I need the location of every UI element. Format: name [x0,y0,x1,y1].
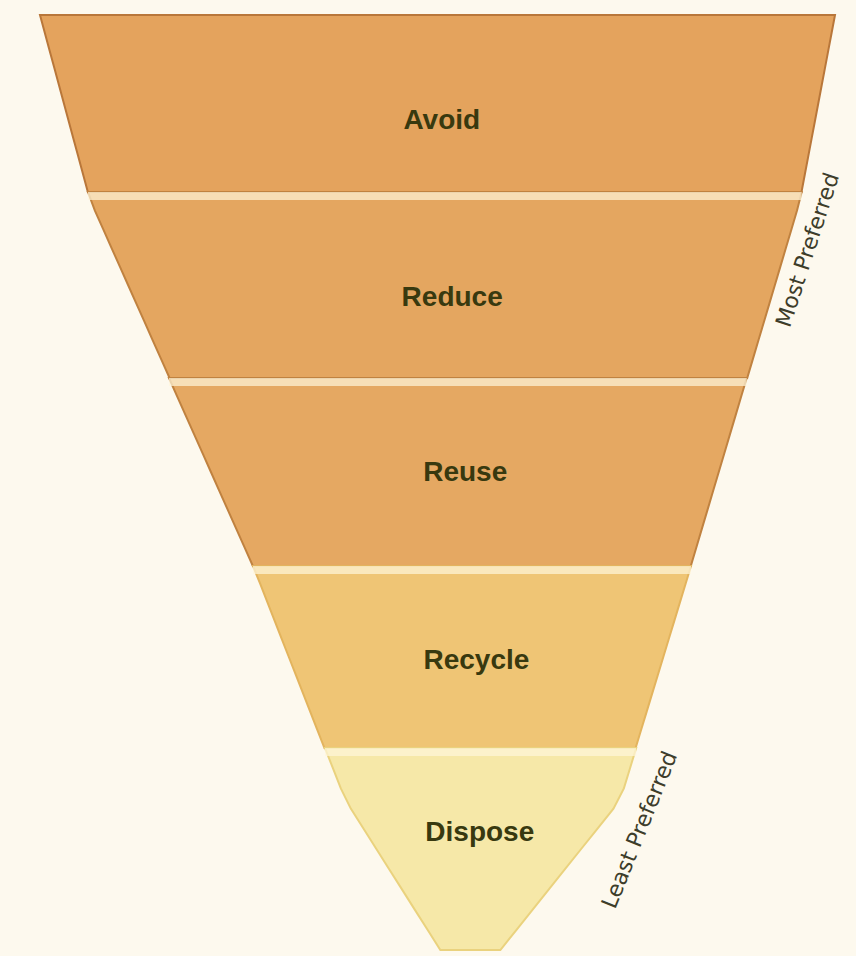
band-label: Recycle [423,643,529,677]
band-label: Avoid [403,103,480,137]
band-fill [325,748,636,950]
band-divider [88,192,802,200]
band-fill [253,566,691,748]
band-fill [40,15,835,192]
hierarchy-band: Reduce [88,192,802,378]
hierarchy-band: Reuse [169,378,747,566]
band-divider [253,566,691,574]
band-divider [325,748,636,756]
hierarchy-band: Dispose [325,748,636,950]
band-fill [169,378,747,566]
band-fill [88,192,802,378]
hierarchy-band: Recycle [253,566,691,748]
band-shape [40,15,835,192]
band-shape [325,748,636,950]
band-divider [169,378,747,386]
hierarchy-band: Avoid [40,15,835,192]
band-label: Reduce [402,280,503,314]
band-label: Dispose [425,815,534,849]
band-label: Reuse [423,455,507,489]
